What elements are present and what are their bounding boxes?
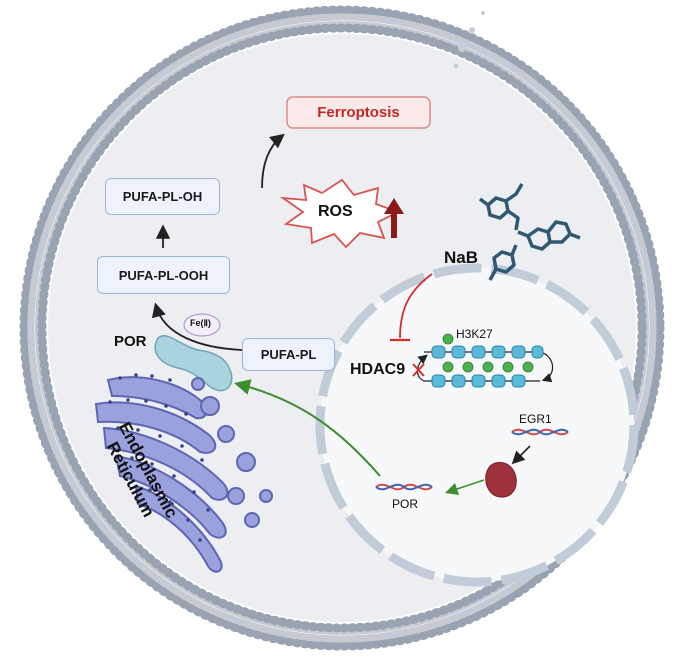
- nab-inhibit-line: [399, 273, 433, 339]
- blocked-x-icon: [412, 363, 425, 377]
- pufa-pl-oh-box: PUFA-PL-OH: [105, 178, 220, 215]
- egr1-to-protein-arrow: [511, 445, 531, 465]
- egr1-dna-helix: [511, 428, 569, 436]
- egr1-protein-shape: [485, 462, 517, 498]
- iron-oval: [183, 313, 221, 337]
- ros-increase-arrow-icon: [384, 198, 404, 238]
- vesicle-dots: [453, 11, 485, 69]
- ferroptosis-label: Ferroptosis: [317, 104, 400, 121]
- protein-to-por-arrow: [444, 479, 485, 496]
- por-gene-to-enzyme-arrow: [234, 379, 381, 477]
- er-ribosome-dots: [108, 373, 210, 542]
- nab-molecule-icons: [478, 183, 581, 281]
- endoplasmic-reticulum: [94, 376, 273, 573]
- ros-label: ROS: [318, 203, 353, 220]
- egr1-label: EGR1: [519, 412, 552, 426]
- ferroptosis-box: [286, 96, 431, 129]
- ros-to-ferroptosis-arrow: [261, 133, 285, 189]
- iron-label: Fe(Ⅱ): [190, 318, 211, 328]
- pufa-pl-ooh-box: PUFA-PL-OOH: [97, 256, 230, 294]
- pufa-pl-to-ooh-arrow: [151, 302, 243, 351]
- por-enzyme-label: POR: [114, 333, 147, 350]
- nucleus: [315, 263, 639, 587]
- acetyl-marks: [442, 333, 534, 373]
- nucleosome-icons: [431, 345, 544, 388]
- nab-label: NaB: [444, 248, 479, 267]
- h3k27-label: H3K27: [456, 327, 493, 341]
- por-enzyme-shape: [154, 335, 233, 392]
- pufa-pl-box: PUFA-PL: [242, 338, 335, 371]
- ros-burst: [279, 178, 401, 249]
- hdac9-label: HDAC9: [350, 361, 406, 378]
- por-gene-label: POR: [392, 497, 419, 511]
- por-dna-helix: [375, 483, 433, 491]
- cell-membrane: [19, 5, 665, 651]
